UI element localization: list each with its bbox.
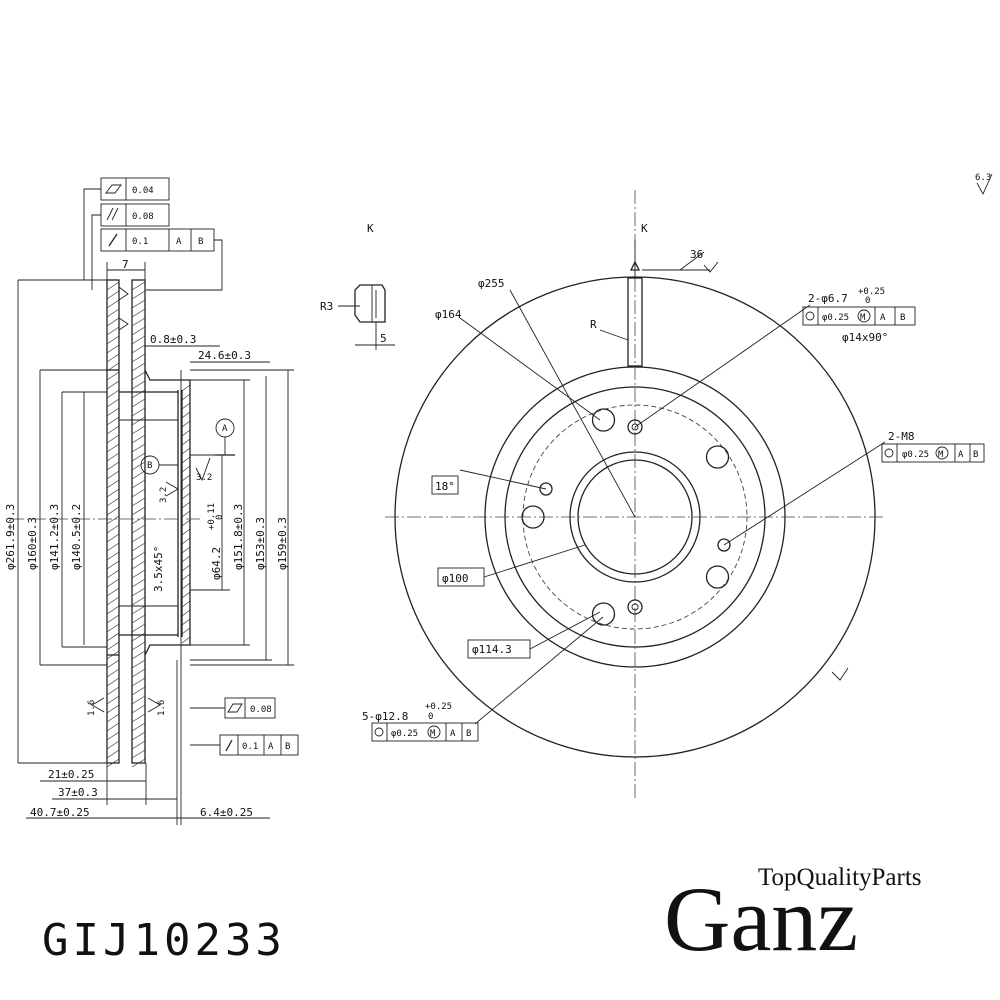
view-k-right-label: K [641, 222, 648, 235]
bolt-hole [705, 565, 730, 589]
section-dimensions: 7 0.8±0.3 24.6±0.3 φ261.9±0.3 φ160±0.3 φ… [4, 258, 294, 819]
dim-dia-261-9: φ261.9±0.3 [4, 504, 17, 570]
roughness-1-6a: 1.6 [87, 700, 97, 716]
dim-dia-151-8: φ151.8±0.3 [232, 504, 245, 570]
surface-finish-value: 6.3 [975, 173, 991, 183]
bolt-hole [521, 505, 545, 529]
holes-5-label: 5-φ12.8 [362, 710, 408, 723]
flatness-value: 0.04 [132, 186, 154, 196]
dim-dia-100: φ100 [442, 572, 469, 585]
runout-ref-b: B [198, 237, 203, 247]
bolt-hole [705, 445, 730, 469]
dim-64-tol-lo: 0 [215, 515, 225, 520]
roughness-1-6b: 1.6 [157, 700, 167, 716]
holes-2-label: 2-φ6.7 [808, 292, 848, 305]
dim-dia-255: φ255 [478, 277, 505, 290]
bottom-flatness-value: 0.08 [250, 705, 272, 715]
slot-radius: R [590, 318, 597, 331]
thread-label: 2-M8 [888, 430, 915, 443]
holes-5-mmc: M [430, 729, 436, 739]
thread-mmc: M [938, 450, 944, 460]
tolerance-frame-bottom: 0.08 0.1 A B [190, 697, 299, 756]
dim-21: 21±0.25 [48, 768, 94, 781]
holes-5-tol-lo: 0 [428, 712, 433, 722]
holes-2-tol-up: +0.25 [858, 287, 885, 297]
bolt-hole [591, 408, 616, 432]
section-hatching [106, 281, 191, 768]
holes-2-tol-lo: 0 [865, 296, 870, 306]
brand-logo: Ganz [664, 868, 858, 970]
dim-6-4: 6.4±0.25 [200, 806, 253, 819]
thread-pos: φ0.25 [902, 450, 929, 460]
dim-dia-160: φ160±0.3 [26, 517, 39, 570]
runout-value: 0.1 [132, 237, 148, 247]
dim-37: 37±0.3 [58, 786, 98, 799]
thread-ref-b: B [973, 450, 978, 460]
holes-2-pos: φ0.25 [822, 313, 849, 323]
holes-2-ref-b: B [900, 313, 905, 323]
roughness-3-2a: 3.2 [196, 473, 212, 483]
dim-dia-159: φ159±0.3 [276, 517, 289, 570]
runout-ref-a: A [176, 237, 182, 247]
brand-tagline: TopQualityParts [758, 864, 922, 891]
holes-5-ref-b: B [466, 729, 471, 739]
dim-dia-164: φ164 [435, 308, 462, 321]
dim-dia-64-2: φ64.2 [210, 547, 223, 580]
angle-18: 18° [435, 480, 455, 493]
bottom-ref-a: A [268, 742, 274, 752]
dim-width-7: 7 [122, 258, 129, 271]
thread-ref-a: A [958, 450, 964, 460]
dim-dia-141-2: φ141.2±0.3 [48, 504, 61, 570]
dim-0-8: 0.8±0.3 [150, 333, 196, 346]
bolt-holes [521, 408, 730, 626]
part-number: GIJ10233 [42, 915, 286, 966]
disc-front-view: K 36 R φ255 φ164 2-φ6.7 +0.25 0 φ0.25 M … [362, 190, 985, 800]
dim-dia-114-3: φ114.3 [472, 643, 512, 656]
datum-a-label: A [222, 424, 228, 434]
countersink-label: φ14x90° [842, 331, 888, 344]
bottom-runout-value: 0.1 [242, 742, 258, 752]
slot-angle: 36 [690, 248, 703, 261]
tolerance-frame-top: 0.04 0.08 0.1 A B [83, 177, 223, 291]
holes-2-mmc: M [860, 313, 866, 323]
view-k-left-label: K [367, 222, 374, 235]
dim-40-7: 40.7±0.25 [30, 806, 90, 819]
holes-2-ref-a: A [880, 313, 886, 323]
parallelism-value: 0.08 [132, 212, 154, 222]
bottom-ref-b: B [285, 742, 290, 752]
detail-width: 5 [380, 332, 387, 345]
roughness-3-2b: 3.2 [159, 487, 169, 503]
dim-24-6: 24.6±0.3 [198, 349, 251, 362]
detail-view-k: K R3 5 [320, 222, 395, 350]
dim-64-tol-up: +0.11 [207, 503, 217, 530]
datum-b-label: B [147, 461, 152, 471]
holes-5-tol-up: +0.25 [425, 702, 452, 712]
dim-dia-140-5: φ140.5±0.2 [70, 504, 83, 570]
dim-dia-153: φ153±0.3 [254, 517, 267, 570]
holes-5-pos: φ0.25 [391, 729, 418, 739]
disc-cross-section [10, 279, 200, 825]
bolt-hole [591, 602, 616, 626]
holes-5-ref-a: A [450, 729, 456, 739]
surface-finish-symbol: 6.3 [975, 173, 993, 196]
dim-chamfer: 3.5x45° [152, 546, 165, 592]
detail-radius: R3 [320, 300, 333, 313]
